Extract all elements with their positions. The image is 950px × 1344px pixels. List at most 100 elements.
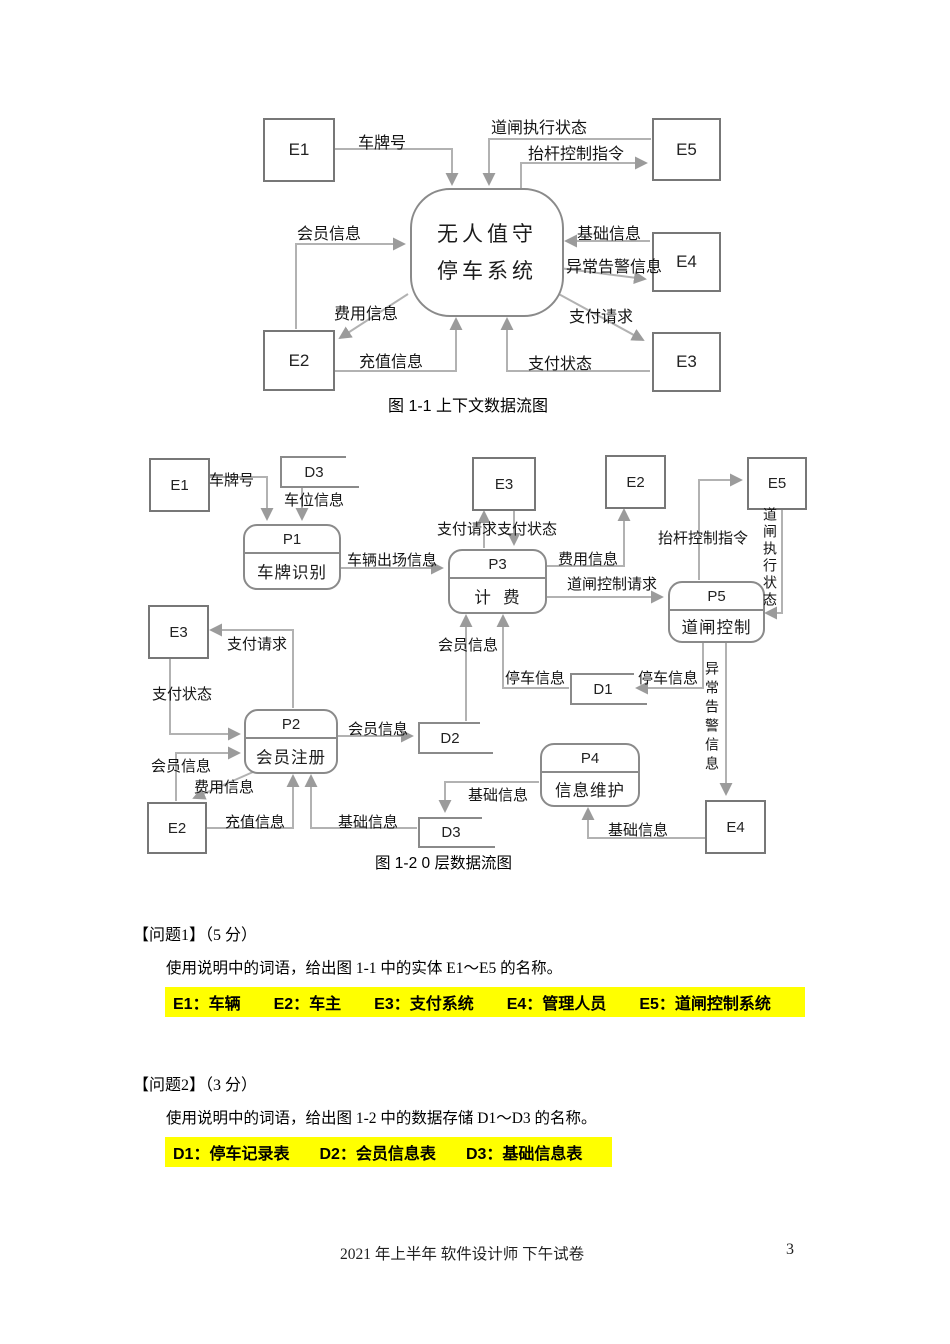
d2-store-d3-bottom-label: D3 xyxy=(441,824,461,841)
question1-title: 【问题1】（5 分） xyxy=(133,927,258,944)
d2-flow-label-fee-left: 费用信息 xyxy=(194,779,255,796)
footer-page-number: 3 xyxy=(786,1241,794,1258)
d2-entity-e2-bottom: E2 xyxy=(147,802,207,854)
d2-process-p3: P3 计 费 xyxy=(448,549,547,614)
d2-flow-label-base-p4-d3: 基础信息 xyxy=(468,787,529,804)
d2-process-p5: P5 道闸控制 xyxy=(668,581,765,643)
flow-line-d2-lift-cmd xyxy=(698,473,743,580)
d2-process-p3-name: 计 费 xyxy=(474,588,521,607)
d1-system-process: 无人值守 停车系统 xyxy=(410,188,564,317)
d2-flow-label-lift-cmd: 抬杆控制指令 xyxy=(658,530,749,547)
d2-flow-label-pay-status-top: 支付状态 xyxy=(497,521,558,538)
d2-flow-label-base-d3-p2: 基础信息 xyxy=(338,814,399,831)
flow-line-d1-member xyxy=(295,237,406,329)
d1-flow-label-recharge: 充值信息 xyxy=(359,354,424,371)
d1-entity-e2-label: E2 xyxy=(288,350,310,370)
flow-line-d1-plate xyxy=(334,148,459,186)
d1-entity-e1-label: E1 xyxy=(288,140,310,159)
d2-entity-e3-top-label: E3 xyxy=(494,475,514,493)
question2-answer-highlight: D1：停车记录表 D2：会员信息表 D3：基础信息表 xyxy=(165,1137,612,1167)
d2-entity-e4: E4 xyxy=(705,800,766,854)
d1-entity-e2: E2 xyxy=(263,330,335,391)
d2-flow-label-gate-exec: 道闸执行状态 xyxy=(762,507,778,609)
d2-flow-label-slot: 车位信息 xyxy=(284,492,345,509)
answer-d3: D3：基础信息表 xyxy=(465,1146,583,1163)
d1-system-name-line2: 停车系统 xyxy=(437,259,537,283)
flow-line-d2-base-d3-p2 xyxy=(304,774,417,829)
d2-process-p1: P1 车牌识别 xyxy=(243,524,341,590)
flow-line-d1-fee xyxy=(338,293,409,340)
flow-line-d2-plate xyxy=(208,476,274,521)
d2-entity-e5: E5 xyxy=(747,457,807,510)
d2-process-p1-id: P1 xyxy=(245,526,339,554)
d2-flow-label-pay-req-top: 支付请求 xyxy=(437,521,498,538)
d2-process-p4: P4 信息维护 xyxy=(540,743,640,807)
d2-flow-label-park-p5-d1: 停车信息 xyxy=(638,670,699,687)
question1-body: 使用说明中的词语，给出图 1-1 中的实体 E1～E5 的名称。 xyxy=(166,960,563,977)
d2-flow-label-member-e2-p2: 会员信息 xyxy=(151,758,212,775)
d2-flow-label-plate: 车牌号 xyxy=(209,472,255,489)
flow-line-d2-gate-exec xyxy=(764,507,783,620)
d2-entity-e3-left: E3 xyxy=(148,605,209,659)
flow-line-d1-pay-req xyxy=(554,291,645,341)
d2-process-p4-name: 信息维护 xyxy=(555,782,625,800)
d1-entity-e5-label: E5 xyxy=(676,139,697,159)
d2-flow-label-base-e4-p4: 基础信息 xyxy=(608,822,669,839)
d2-process-p5-name: 道闸控制 xyxy=(681,619,752,637)
d2-entity-e4-label: E4 xyxy=(726,818,745,836)
footer-text: 2021 年上半年 软件设计师 下午试卷 xyxy=(340,1246,585,1263)
d1-flow-label-fee: 费用信息 xyxy=(334,306,399,323)
d2-entity-e2-top: E2 xyxy=(605,455,666,509)
flow-line-d2-recharge xyxy=(205,774,300,829)
flow-line-d2-base-e4-p4 xyxy=(581,807,705,839)
flow-line-d2-pay-req-left xyxy=(209,623,294,708)
d1-entity-e1: E1 xyxy=(263,118,335,182)
d2-flow-label-exit-info: 车辆出场信息 xyxy=(347,552,438,569)
d1-flow-label-plate: 车牌号 xyxy=(358,135,407,152)
d2-entity-e1: E1 xyxy=(149,458,210,512)
d1-flow-label-gate-exec: 道闸执行状态 xyxy=(491,120,588,137)
answer-d2: D2：会员信息表 xyxy=(319,1146,436,1163)
d1-flow-label-pay-req: 支付请求 xyxy=(569,309,634,326)
d2-store-d2-label: D2 xyxy=(440,729,460,747)
dataflow-arrows-layer xyxy=(169,138,783,839)
flow-line-d2-park-p5-d1 xyxy=(635,640,704,695)
answer-d1: D1：停车记录表 xyxy=(173,1146,290,1163)
d1-entity-e4-label: E4 xyxy=(676,252,697,271)
answer-e5: E5：道闸控制系统 xyxy=(639,996,771,1013)
d2-flow-label-fee-top: 费用信息 xyxy=(558,551,619,568)
flow-line-d1-gate-exec xyxy=(482,138,651,186)
question2-title: 【问题2】（3 分） xyxy=(133,1077,258,1094)
d1-flow-label-base: 基础信息 xyxy=(577,226,642,243)
d2-store-d3-bottom: D3 xyxy=(418,817,495,848)
d2-flow-label-member-d2-p3: 会员信息 xyxy=(438,637,499,654)
d2-process-p2: P2 会员注册 xyxy=(244,709,338,774)
answer-e4: E4：管理人员 xyxy=(506,996,607,1013)
d2-flow-label-pay-req-left: 支付请求 xyxy=(227,636,288,653)
d2-store-d3-top: D3 xyxy=(280,456,359,488)
d1-entity-e3-label: E3 xyxy=(676,352,697,371)
d2-store-d1: D1 xyxy=(570,673,647,705)
flow-line-d1-alarm xyxy=(550,266,647,285)
flow-line-d2-pay-status-left xyxy=(169,657,241,741)
d2-process-p4-id: P4 xyxy=(542,745,638,773)
flow-line-d1-recharge xyxy=(334,317,463,372)
flow-line-d2-base-p4-d3 xyxy=(438,781,539,813)
d2-flow-label-alarm: 异常告警信息 xyxy=(704,661,720,775)
flow-line-d2-fee-top xyxy=(545,508,631,567)
d1-entity-e5: E5 xyxy=(652,118,721,181)
d2-flow-label-recharge: 充值信息 xyxy=(225,814,286,831)
d1-flow-label-member: 会员信息 xyxy=(297,226,362,243)
d1-caption: 图 1-1 上下文数据流图 xyxy=(388,398,549,415)
d2-process-p2-name: 会员注册 xyxy=(256,748,326,767)
answer-e1: E1：车辆 xyxy=(173,996,241,1013)
d2-store-d1-label: D1 xyxy=(593,680,613,698)
d2-entity-e5-label: E5 xyxy=(767,475,787,492)
question2-body: 使用说明中的词语，给出图 1-2 中的数据存储 D1～D3 的名称。 xyxy=(166,1110,597,1127)
flow-line-d1-pay-status xyxy=(500,317,650,372)
flow-line-d2-member-e2-p2 xyxy=(175,746,241,801)
answer-e3: E3：支付系统 xyxy=(374,996,474,1013)
d2-entity-e1-label: E1 xyxy=(170,476,189,494)
d2-flow-label-pay-status-left: 支付状态 xyxy=(152,686,213,703)
